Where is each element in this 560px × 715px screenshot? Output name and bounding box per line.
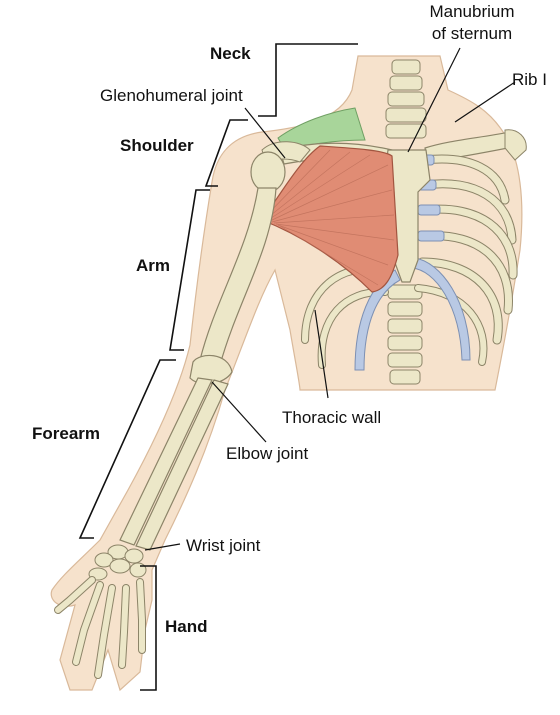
ribcage-right: [414, 154, 518, 366]
rib1-leader: [454, 81, 516, 123]
thoracic-wall-leader: [314, 309, 329, 399]
pectoralis-major: [261, 145, 399, 293]
forearm-label: Forearm: [32, 424, 101, 443]
arm-label: Arm: [136, 256, 171, 275]
wrist-joint-label: Wrist joint: [186, 536, 261, 555]
glenohumeral-joint-label: Glenohumeral joint: [100, 86, 243, 105]
elbow-joint-label: Elbow joint: [226, 444, 309, 463]
manubrium-leader: [407, 47, 461, 153]
leader-lines: [144, 47, 516, 551]
shoulder-label: Shoulder: [120, 136, 194, 155]
manubrium-label-line1: Manubrium: [429, 2, 515, 21]
arm-bracket: [169, 189, 210, 351]
elbow-leader: [211, 381, 267, 443]
humerus: [189, 151, 286, 385]
neck-label: Neck: [210, 44, 251, 63]
neck-bracket: [258, 43, 358, 117]
costal-cartilage: [411, 154, 471, 361]
thoracic-wall-label: Thoracic wall: [282, 408, 382, 427]
forearm-bracket: [78, 359, 176, 539]
wrist-leader: [144, 543, 181, 551]
vertebral-column: [385, 59, 427, 385]
region-brackets: [78, 43, 358, 691]
shoulder-bracket: [204, 119, 248, 187]
carpal-bones: [88, 544, 147, 581]
right-shoulder-bones: [504, 129, 527, 161]
forearm-bones: [119, 377, 229, 551]
rib1-label: Rib I: [512, 70, 547, 89]
hand-label: Hand: [165, 617, 208, 636]
glenohumeral-leader: [244, 107, 286, 159]
hand-bones: [54, 576, 146, 679]
manubrium-label-line2: of sternum: [431, 24, 513, 43]
hand-bracket: [140, 565, 157, 691]
